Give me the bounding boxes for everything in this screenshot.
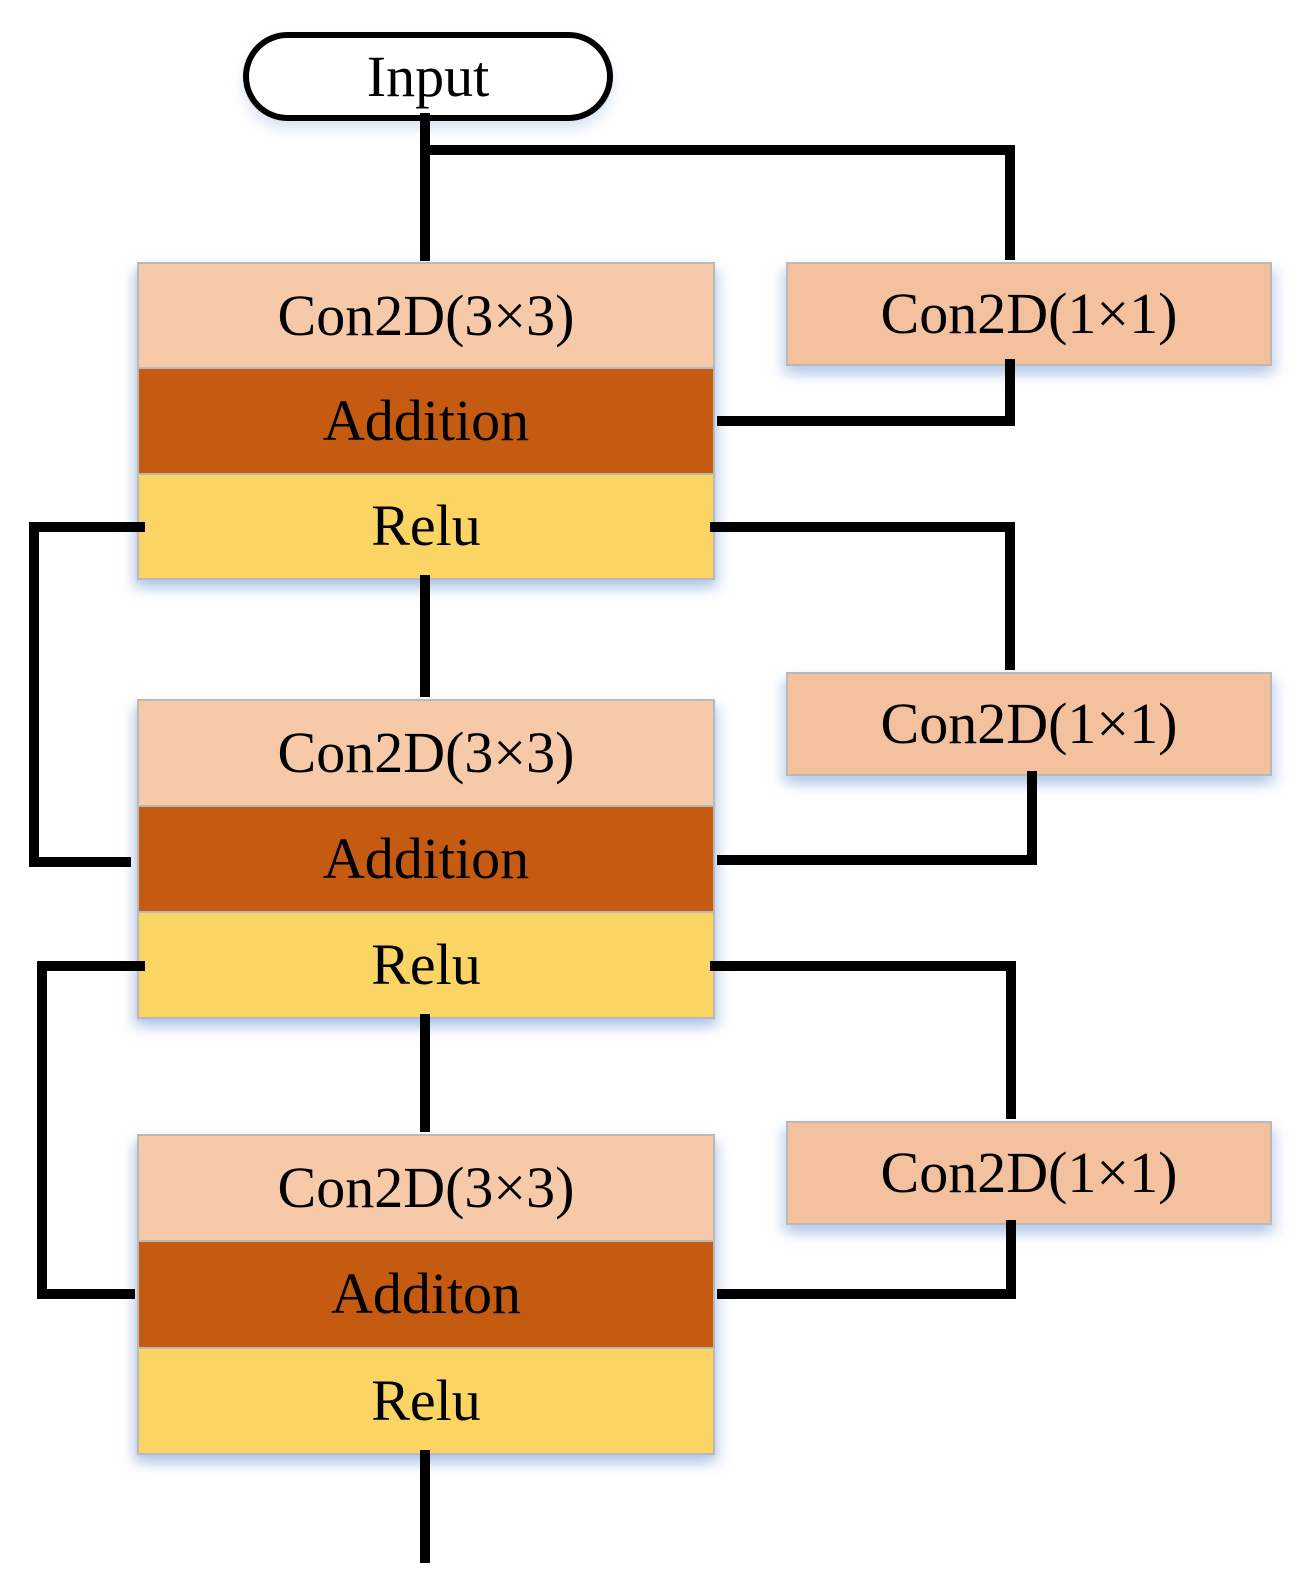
arrow-input-to-conv1x1-1 xyxy=(420,145,1015,260)
conv3x3-band-2: Con2D(3×3) xyxy=(137,699,715,807)
conv3x3-band-1: Con2D(3×3) xyxy=(137,262,715,370)
relu-band-1: Relu xyxy=(137,472,715,580)
residual-block-1: Con2D(3×3) Addition Relu xyxy=(137,262,715,580)
residual-block-2: Con2D(3×3) Addition Relu xyxy=(137,699,715,1019)
conv1x1-label-1: Con2D(1×1) xyxy=(880,281,1178,346)
arrow-skip-relu1-to-addition-2 xyxy=(29,522,145,867)
conv1x1-block-1: Con2D(1×1) xyxy=(786,262,1272,366)
relu-band-2: Relu xyxy=(137,911,715,1019)
input-label: Input xyxy=(366,43,490,109)
arrow-conv1x1-1-to-addition-1 xyxy=(717,359,1015,426)
residual-block-3: Con2D(3×3) Additon Relu xyxy=(137,1134,715,1455)
addition-band-1: Addition xyxy=(137,367,715,475)
addition-label-3: Additon xyxy=(330,1261,522,1327)
conv3x3-label-3: Con2D(3×3) xyxy=(277,1155,575,1221)
arrow-conv1x1-2-to-addition-2 xyxy=(717,771,1037,865)
addition-label-2: Addition xyxy=(322,826,530,891)
arrow-skip-relu2-to-addition-3 xyxy=(37,961,145,1299)
relu-band-3: Relu xyxy=(137,1346,715,1455)
conv3x3-band-3: Con2D(3×3) xyxy=(137,1134,715,1243)
conv1x1-block-2: Con2D(1×1) xyxy=(786,672,1272,776)
conv3x3-label-2: Con2D(3×3) xyxy=(277,720,575,785)
arrow-relu1-to-conv1x1-2 xyxy=(710,522,1015,670)
conv1x1-block-3: Con2D(1×1) xyxy=(786,1121,1272,1225)
arrow-conv1x1-3-to-addition-3 xyxy=(717,1220,1016,1299)
arrow-relu2-to-conv1x1-3 xyxy=(710,961,1016,1119)
addition-band-2: Addition xyxy=(137,805,715,913)
input-node: Input xyxy=(243,32,613,121)
addition-band-3: Additon xyxy=(137,1240,715,1349)
addition-label-1: Addition xyxy=(322,387,530,453)
relu-label-3: Relu xyxy=(371,1367,481,1433)
conv3x3-label-1: Con2D(3×3) xyxy=(277,282,575,348)
relu-label-2: Relu xyxy=(371,932,481,997)
conv1x1-label-2: Con2D(1×1) xyxy=(880,691,1178,756)
conv1x1-label-3: Con2D(1×1) xyxy=(880,1140,1178,1205)
relu-label-1: Relu xyxy=(371,493,481,559)
